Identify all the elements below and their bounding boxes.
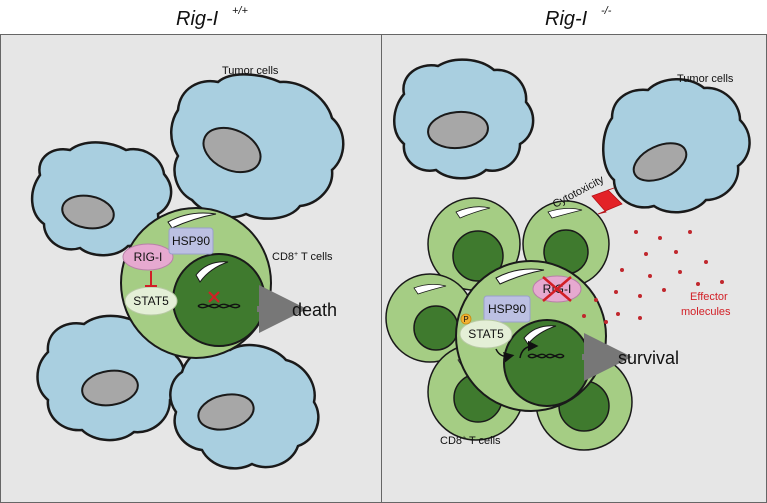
activation-arrow [519,340,539,359]
effector-dot [638,316,642,320]
effector-dot [674,250,678,254]
activation-arrow [495,348,515,363]
stat5-label: STAT5 [133,294,169,308]
effector-dot [704,260,708,264]
stat5-label: STAT5 [468,327,504,341]
hsp90-molecule [483,295,531,323]
outcome-survival-label: survival [618,348,679,368]
effector-label-line1: Effector [690,291,728,303]
stat5-molecule [459,319,513,349]
cd8-t-cells-label: CD8+ T cells [272,251,333,263]
effector-dot [720,280,724,284]
outcome-death-label: death [292,300,337,320]
effector-dot [620,268,624,272]
hsp90-molecule [168,227,214,255]
cd8-t-cell [385,273,475,363]
right-panel-title-sup: -/- [601,5,612,17]
rig-i-molecule [122,243,174,271]
effector-label-line2: molecules [681,306,731,318]
tumor-cells-label: Tumor cells [677,73,734,85]
knockout-x-icon [542,276,572,302]
tumor-cell [169,343,320,470]
tumor-cell [393,58,535,180]
left-panel-title-sup: +/+ [232,5,248,17]
effector-dot [648,274,652,278]
right-panel-title: Rig-I [545,8,588,30]
effector-dot [662,288,666,292]
effector-dot [688,230,692,234]
hsp90-label: HSP90 [172,234,210,248]
effector-dot [594,298,598,302]
effector-dot [616,312,620,316]
rig-i-label: RIG-I [134,250,163,264]
lightning-icon [591,187,623,215]
tumor-cell [31,141,173,257]
cd8-t-cells-label: CD8+ T cells [440,435,501,447]
effector-dot [696,282,700,286]
inhibition-arrow [145,271,157,287]
effector-dot [644,252,648,256]
effector-dot [638,294,642,298]
tumor-cell [602,78,751,214]
block-x-icon [208,291,220,303]
cd8-t-cell [427,197,521,291]
tumor-cell [36,314,186,442]
effector-dot [634,230,638,234]
dna-icon [527,353,565,359]
effector-dot [604,320,608,324]
tumor-cell [170,73,345,220]
tumor-cells-label: Tumor cells [222,65,279,77]
effector-dot [614,290,618,294]
effector-molecules [582,230,724,324]
dna-icon [197,303,241,309]
effector-dot [658,236,662,240]
hsp90-label: HSP90 [488,302,526,316]
effector-dot [678,270,682,274]
phosphate-badge [460,313,472,325]
effector-dot [582,314,586,318]
left-panel-title: Rig-I [176,8,219,30]
phosphate-label: P [463,315,468,324]
